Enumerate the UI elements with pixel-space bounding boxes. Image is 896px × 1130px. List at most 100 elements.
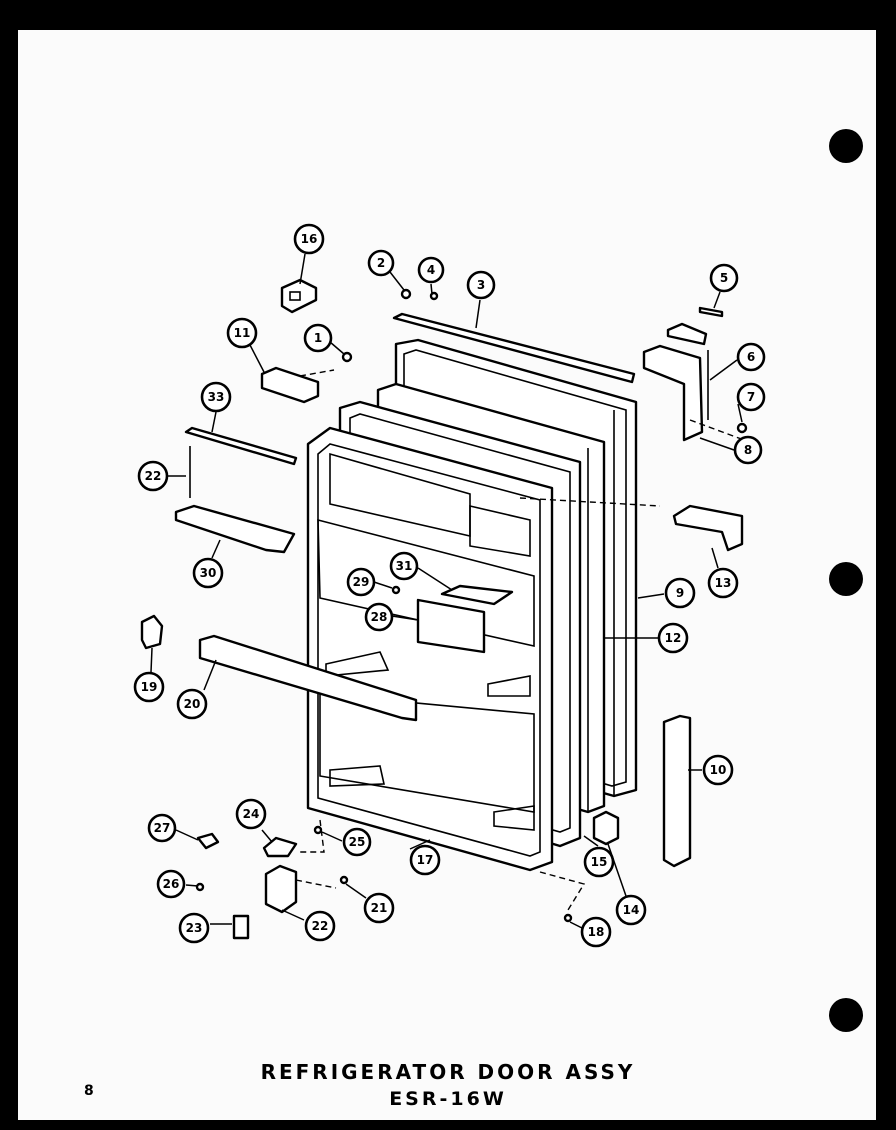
callout-24: 24 — [235, 798, 267, 830]
hinge-24 — [262, 836, 298, 858]
callout-22-lower: 22 — [304, 910, 336, 942]
screw-part — [400, 288, 412, 300]
callout-14: 14 — [615, 894, 647, 926]
svg-text:25: 25 — [349, 835, 366, 849]
screw-25 — [313, 825, 323, 835]
svg-text:9: 9 — [676, 586, 684, 600]
screw-part-1 — [341, 351, 353, 363]
shelf-bracket — [672, 504, 744, 552]
svg-text:22: 22 — [145, 469, 162, 483]
callout-3: 3 — [466, 270, 496, 300]
callout-31: 31 — [389, 551, 419, 581]
callout-4: 4 — [417, 256, 445, 284]
svg-text:12: 12 — [665, 631, 682, 645]
door-top-trim — [392, 312, 636, 384]
clip-part — [391, 585, 401, 595]
butter-compartment-door — [440, 584, 514, 606]
callout-29: 29 — [346, 567, 376, 597]
callout-20: 20 — [176, 688, 208, 720]
inner-door-liner — [306, 426, 554, 872]
punch-hole-middle — [829, 562, 863, 596]
svg-text:28: 28 — [371, 610, 388, 624]
svg-text:6: 6 — [747, 350, 755, 364]
door-stop-14 — [592, 810, 620, 846]
callout-28: 28 — [364, 602, 394, 632]
diagram-title: REFRIGERATOR DOOR ASSY — [260, 1060, 636, 1084]
svg-text:5: 5 — [720, 271, 728, 285]
svg-text:11: 11 — [234, 326, 251, 340]
punch-hole-bottom — [829, 998, 863, 1032]
callout-7: 7 — [736, 382, 766, 412]
callout-23: 23 — [178, 912, 210, 944]
svg-text:8: 8 — [744, 443, 752, 457]
svg-text:7: 7 — [747, 390, 755, 404]
svg-text:19: 19 — [141, 680, 158, 694]
callout-2: 2 — [367, 249, 395, 277]
callout-9: 9 — [664, 577, 696, 609]
svg-text:14: 14 — [623, 903, 640, 917]
svg-text:24: 24 — [243, 807, 260, 821]
svg-text:15: 15 — [591, 855, 608, 869]
callout-13: 13 — [707, 567, 739, 599]
svg-text:29: 29 — [353, 575, 370, 589]
plate-23 — [232, 914, 250, 940]
callout-1: 1 — [303, 323, 333, 353]
plug-part — [429, 291, 439, 301]
callout-22: 22 — [137, 460, 169, 492]
screw-26 — [195, 882, 205, 892]
callout-10: 10 — [702, 754, 734, 786]
svg-text:22: 22 — [312, 919, 329, 933]
svg-text:4: 4 — [427, 263, 435, 277]
svg-text:26: 26 — [163, 877, 180, 891]
svg-text:31: 31 — [396, 559, 413, 573]
callout-12: 12 — [657, 622, 689, 654]
punch-hole-top — [829, 129, 863, 163]
dairy-bar — [416, 598, 486, 654]
callout-33: 33 — [200, 381, 232, 413]
svg-text:13: 13 — [715, 576, 732, 590]
door-handle-bar — [198, 634, 418, 722]
callout-6: 6 — [736, 342, 766, 372]
svg-text:33: 33 — [208, 390, 225, 404]
handle-bracket — [260, 366, 320, 404]
top-hinge — [280, 278, 318, 314]
svg-text:1: 1 — [314, 331, 322, 345]
callout-11: 11 — [226, 317, 258, 349]
bracket-27 — [196, 832, 220, 850]
callout-26: 26 — [156, 869, 186, 899]
callout-19: 19 — [133, 671, 165, 703]
door-shelf — [174, 504, 296, 554]
screw-21 — [339, 875, 349, 885]
bottom-hinge — [264, 864, 298, 914]
svg-text:10: 10 — [710, 763, 727, 777]
callout-17: 17 — [409, 844, 441, 876]
screw-part-7 — [736, 422, 748, 434]
callout-8: 8 — [733, 435, 763, 465]
svg-text:16: 16 — [301, 232, 318, 246]
callout-5: 5 — [709, 263, 739, 293]
callout-15: 15 — [583, 846, 615, 878]
callout-25: 25 — [342, 827, 372, 857]
svg-text:18: 18 — [588, 925, 605, 939]
callout-16: 16 — [293, 223, 325, 255]
svg-text:20: 20 — [184, 697, 201, 711]
leader-lines — [150, 253, 743, 929]
hinge-bracket — [642, 322, 709, 442]
pin-part — [698, 306, 724, 318]
door-latch — [140, 614, 164, 650]
svg-text:23: 23 — [186, 921, 203, 935]
model-number: ESR-16W — [389, 1088, 507, 1110]
callout-18: 18 — [580, 916, 612, 948]
callout-27: 27 — [147, 813, 177, 843]
hinge-cover-strip — [662, 714, 692, 868]
svg-text:3: 3 — [477, 278, 485, 292]
svg-text:30: 30 — [200, 566, 217, 580]
page-number: 8 — [84, 1083, 94, 1099]
svg-text:27: 27 — [154, 821, 171, 835]
svg-text:17: 17 — [417, 853, 434, 867]
callout-30: 30 — [192, 557, 224, 589]
shelf-rail — [184, 426, 298, 466]
svg-text:2: 2 — [377, 256, 385, 270]
svg-text:21: 21 — [371, 901, 388, 915]
screw-18 — [563, 913, 573, 923]
